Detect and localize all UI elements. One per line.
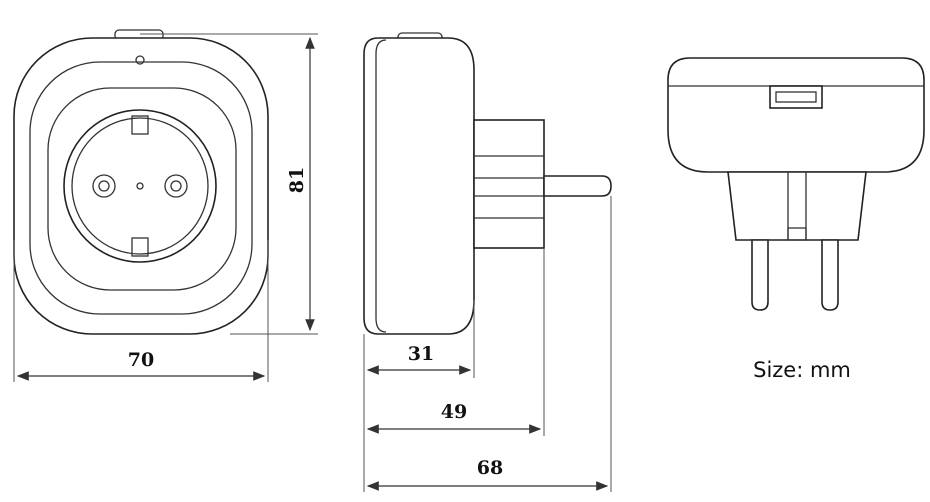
top-plug-collar	[727, 171, 867, 241]
front-view: 81 70	[13, 29, 318, 382]
depth-label-68: 68	[477, 457, 503, 479]
top-pin-right	[821, 239, 839, 311]
units-note: Size: mm	[753, 358, 851, 382]
depth-label-31: 31	[408, 343, 434, 365]
depth-label-49: 49	[441, 401, 467, 423]
height-label: 81	[286, 167, 308, 193]
pin-hole-right	[164, 174, 188, 198]
usb-port	[769, 85, 823, 109]
top-pin-left	[751, 239, 769, 311]
socket-center-dot	[136, 182, 144, 190]
socket-recess-outer	[63, 109, 217, 263]
side-plug-collar	[473, 119, 545, 249]
plug-face-ring	[29, 61, 253, 315]
socket-recess-inner	[71, 117, 209, 255]
earth-clip-bottom	[131, 237, 149, 257]
side-view: 31 49 68	[363, 32, 612, 492]
status-led	[135, 55, 145, 65]
top-view: Size: mm	[667, 57, 925, 382]
earth-clip-top	[131, 115, 149, 135]
width-label: 70	[128, 349, 154, 371]
plug-socket-ring	[47, 87, 237, 291]
side-pin	[543, 175, 612, 197]
pin-hole-left	[92, 174, 116, 198]
side-body	[363, 37, 475, 335]
top-body	[667, 57, 925, 173]
